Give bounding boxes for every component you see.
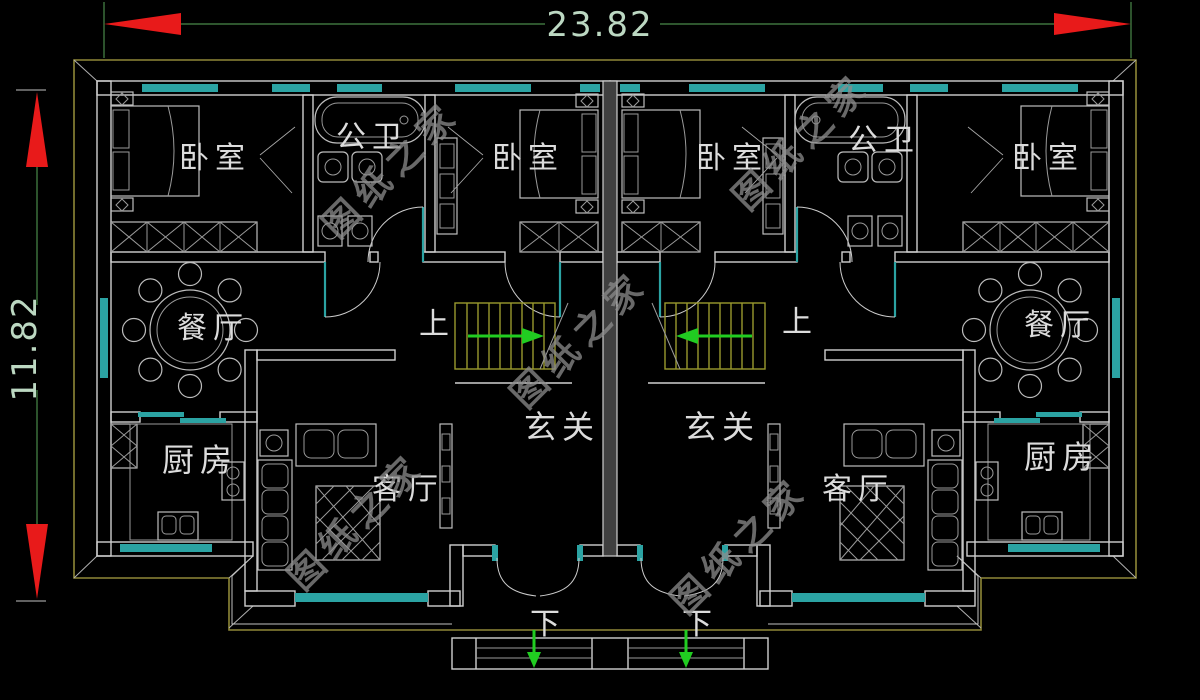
room-bath-right: 公卫 [848, 123, 920, 158]
living-room-furniture [257, 423, 453, 571]
dim-arrow-left [104, 13, 181, 35]
stair-up-right: 上 [782, 305, 818, 340]
dim-height-text: 11.82 [5, 294, 45, 401]
entry-down-right: 下 [682, 607, 718, 642]
party-wall [602, 80, 618, 557]
room-living-left: 客厅 [372, 472, 444, 507]
staircase [454, 302, 569, 370]
roof-outline [73, 59, 1137, 631]
room-living-right: 客厅 [822, 472, 894, 507]
label-leader-lines [259, 126, 1004, 194]
room-bedroom-3: 卧室 [696, 141, 768, 176]
walls [96, 80, 611, 607]
room-dining-right: 餐厅 [1024, 308, 1096, 343]
room-bath-left: 公卫 [336, 120, 408, 155]
dim-arrow-down [26, 524, 48, 599]
unit-left-geometry [96, 80, 611, 607]
dim-width-text: 23.82 [546, 5, 653, 45]
dim-arrow-right [1054, 13, 1131, 35]
room-kitchen-right: 厨房 [1024, 438, 1100, 476]
room-bedroom-2: 卧室 [492, 141, 564, 176]
dining-table [121, 261, 259, 399]
stair-up-left: 上 [419, 307, 455, 342]
bedroom1-furniture [110, 91, 258, 253]
room-foyer-right: 玄关 [684, 408, 760, 446]
windows [100, 84, 600, 602]
entry-porch-steps [451, 630, 769, 670]
room-bedroom-4: 卧室 [1012, 141, 1084, 176]
watermark-1: 图纸之家 [315, 93, 468, 246]
room-kitchen-left: 厨房 [162, 441, 238, 479]
room-foyer-left: 玄关 [524, 408, 600, 446]
entry-down-left: 下 [530, 607, 566, 642]
dimension-annotations [16, 2, 1132, 602]
doors [323, 206, 583, 597]
room-dining-left: 餐厅 [177, 311, 249, 346]
bathroom-fixtures [314, 96, 426, 247]
kitchen-fixtures [110, 423, 245, 541]
room-bedroom-1: 卧室 [179, 141, 251, 176]
dim-arrow-up [26, 92, 48, 167]
bedroom2-furniture [436, 93, 599, 253]
watermark-3: 图纸之家 [280, 445, 433, 598]
